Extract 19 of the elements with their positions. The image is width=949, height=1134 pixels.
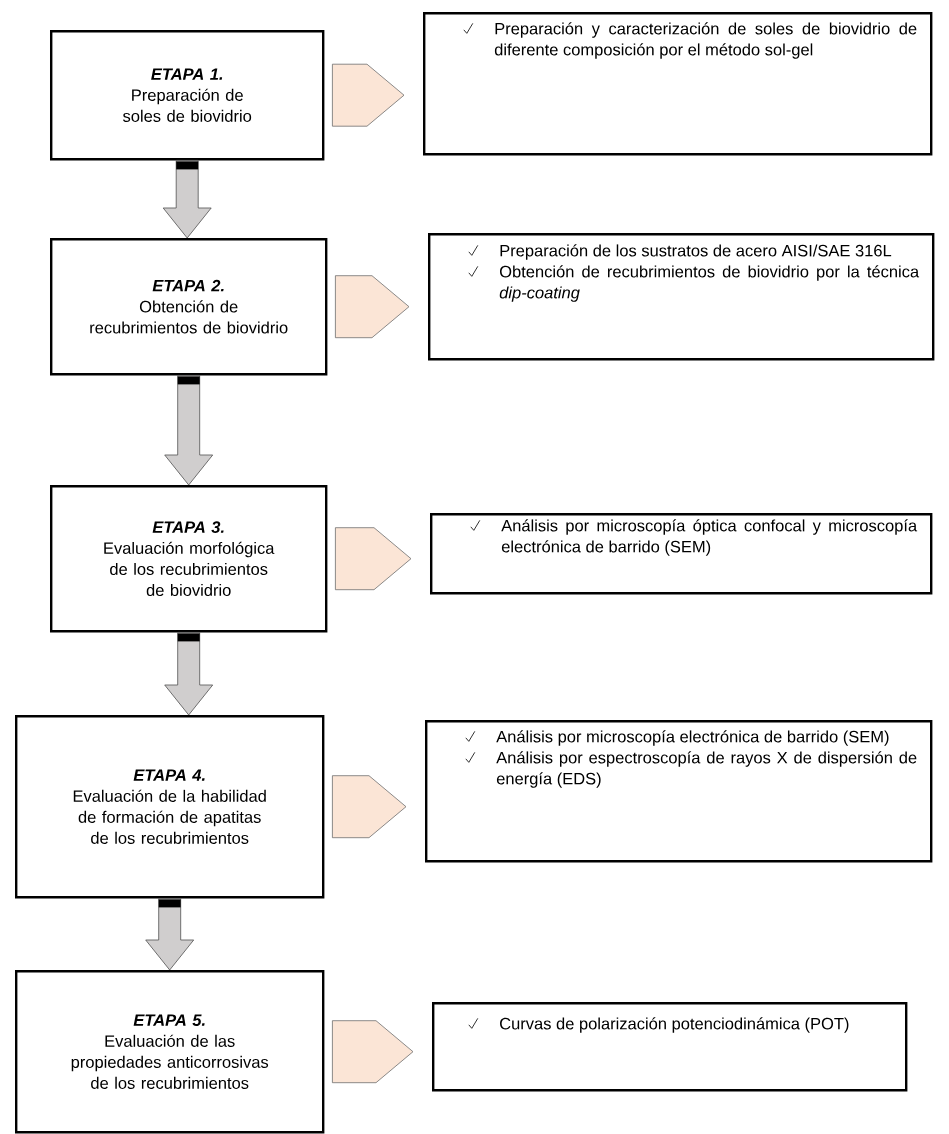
result-box: Análisis por microscopía óptica confocal y microscopía electrónica de barrido (SEM) — [430, 513, 933, 595]
chevron-arrow — [332, 1020, 414, 1084]
block-arrow — [164, 375, 214, 486]
result-box: Preparación y caracterización de soles de biovidrio de diferente composición por el método sol-gel — [423, 12, 933, 156]
chevron-arrow — [335, 527, 412, 591]
result-box: Análisis por microscopía electrónica de barrido (SEM) Análisis por espectroscopía de rayos X de dispersión de energía (EDS) — [425, 720, 933, 863]
block-arrow — [162, 160, 212, 239]
stage-box: ETAPA 5. Evaluación de las propiedades anticorrosivas de los recubrimientos — [15, 970, 325, 1134]
block-arrow — [145, 898, 195, 971]
stage-box: ETAPA 1. Preparación de soles de biovidrio — [50, 30, 325, 161]
result-box: Preparación de los sustratos de acero AISI/SAE 316L Obtención de recubrimientos de biovidrio por la técnica dip-coating — [428, 233, 935, 361]
stage-box: ETAPA 3. Evaluación morfológica de los recubrimientos de biovidrio — [50, 485, 328, 633]
stage-box: ETAPA 2. Obtención de recubrimientos de biovidrio — [50, 238, 328, 376]
stage-box: ETAPA 4. Evaluación de la habilidad de formación de apatitas de los recubrimientos — [15, 715, 325, 899]
block-arrow — [164, 632, 214, 716]
chevron-arrow — [335, 275, 410, 339]
chevron-arrow — [332, 63, 405, 127]
chevron-arrow — [332, 775, 407, 839]
result-box: Curvas de polarización potenciodinámica (POT) — [432, 1002, 908, 1092]
